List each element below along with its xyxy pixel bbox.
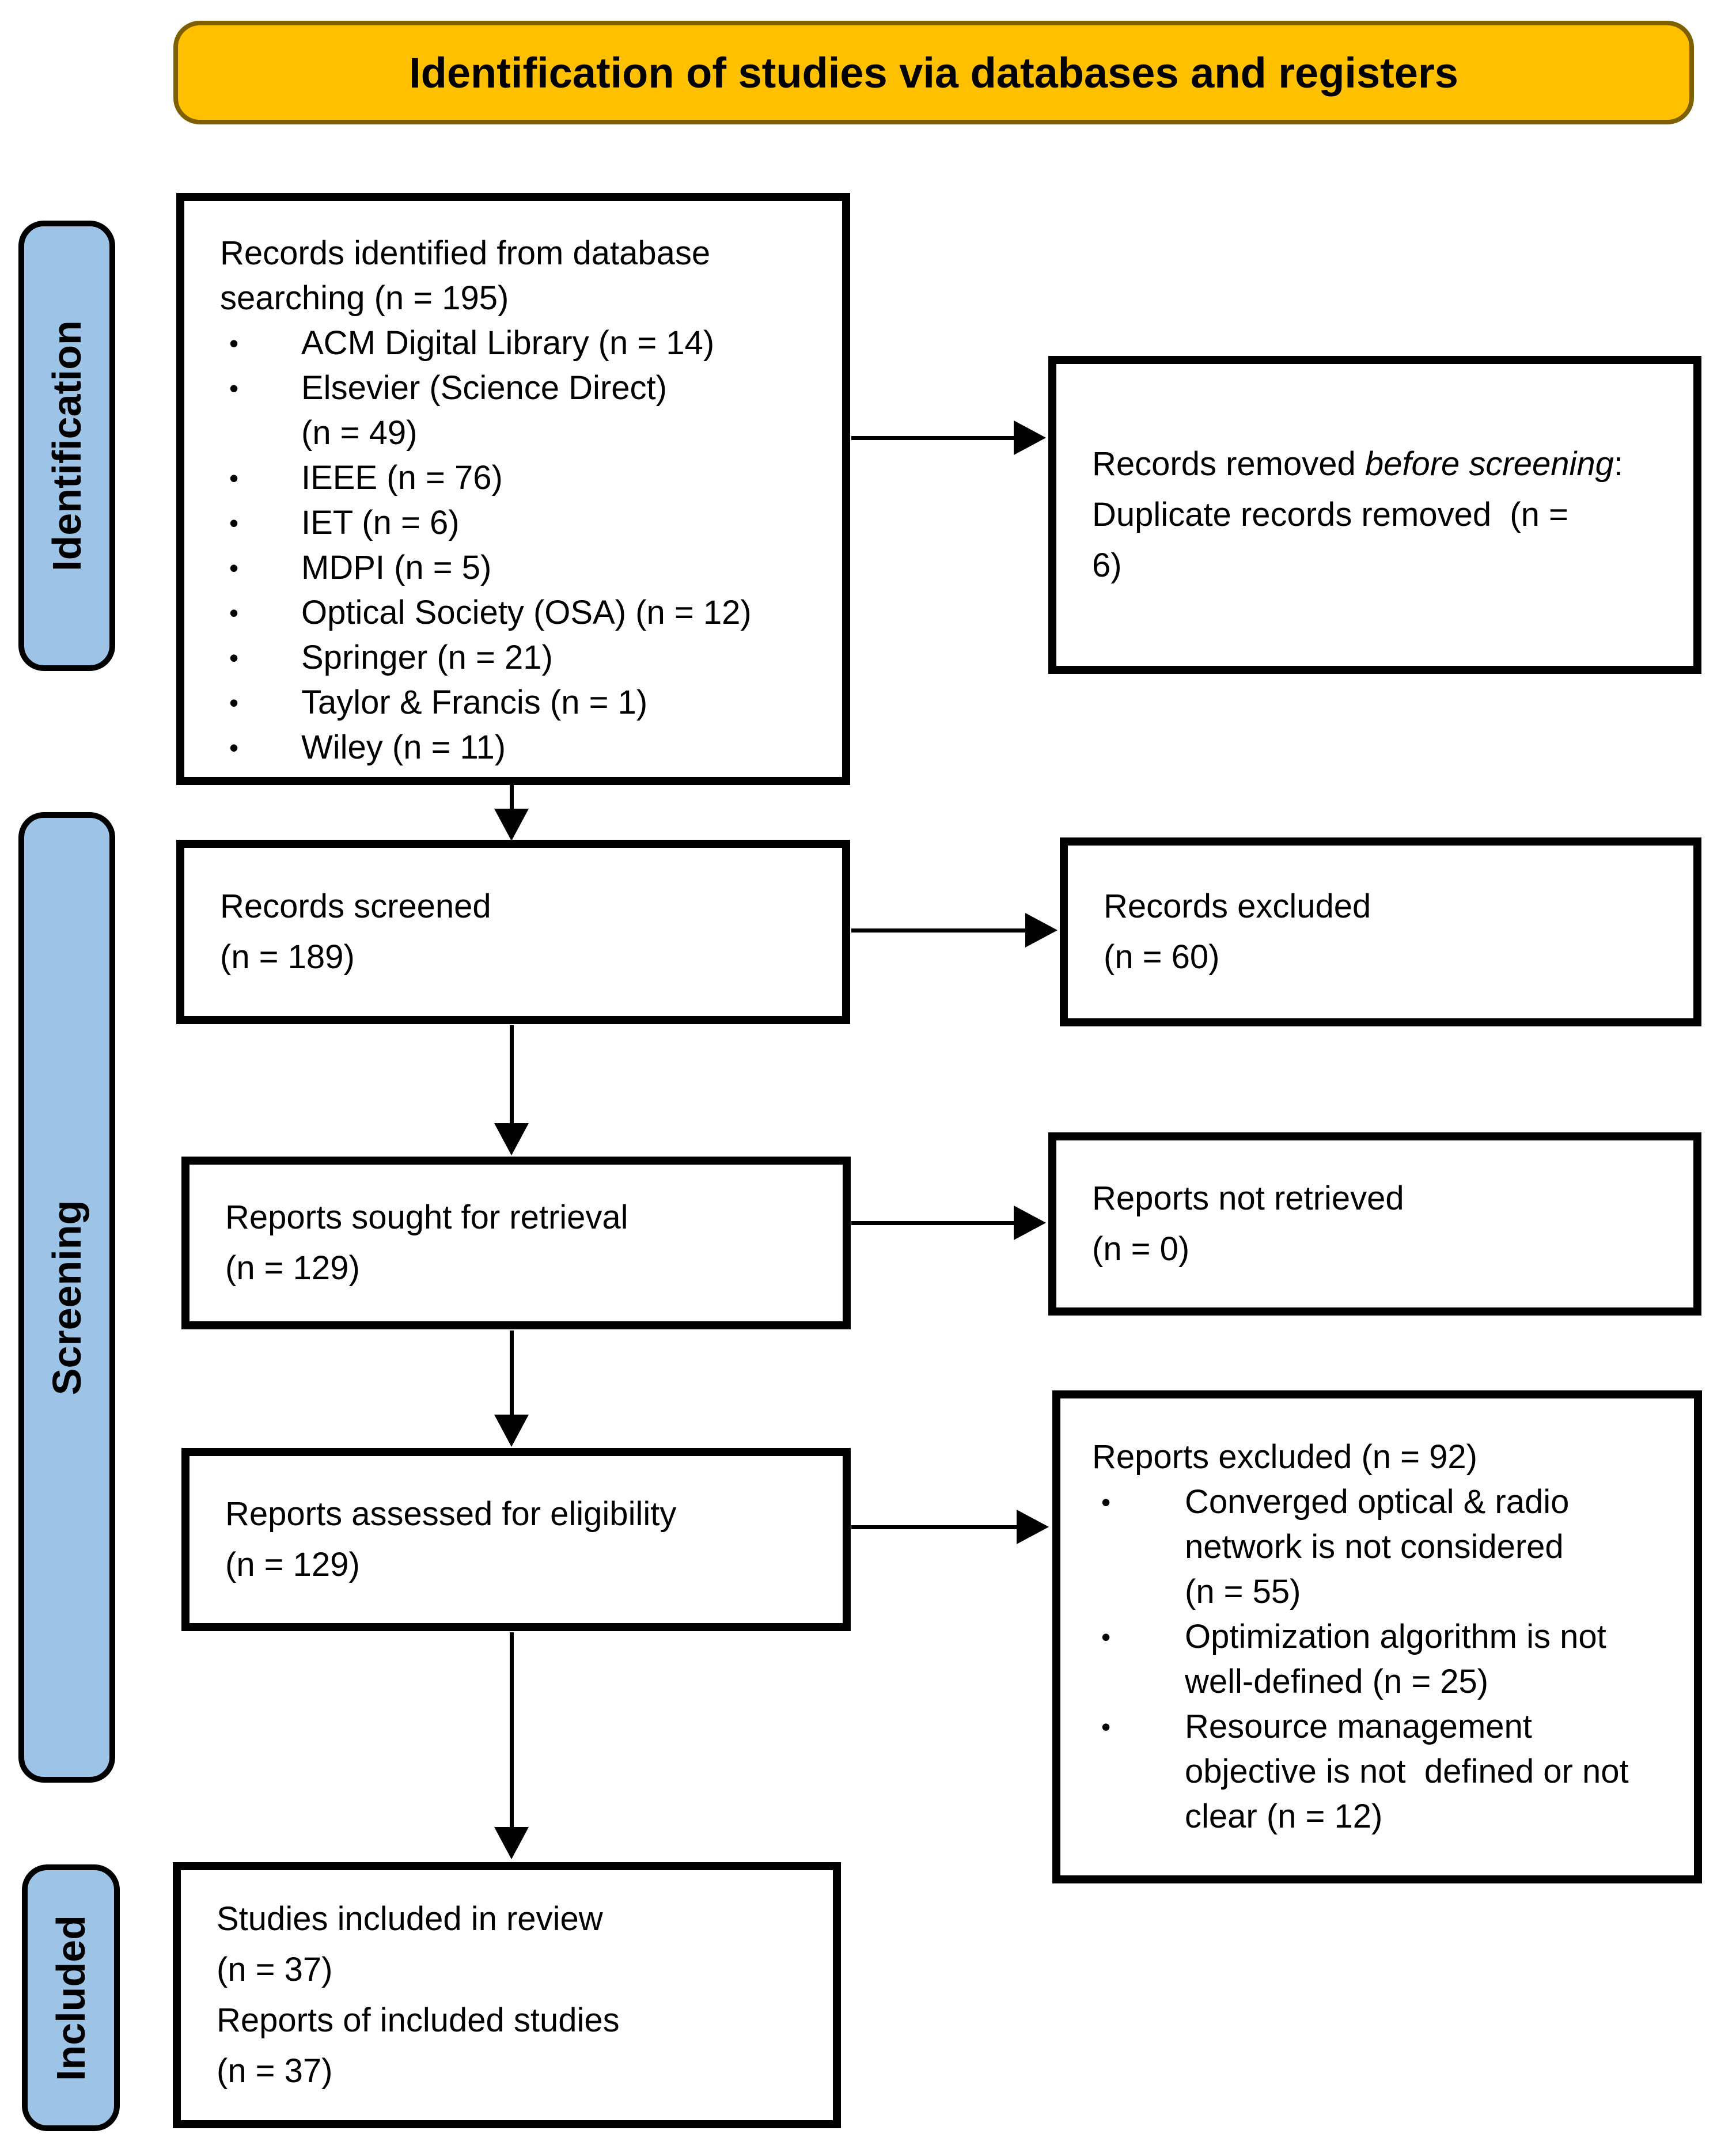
box-reports-assessed: Reports assessed for eligibility (n = 12…	[181, 1448, 851, 1631]
records-removed-line1: Records removed before screening:	[1092, 439, 1680, 490]
arrow-assessed-to-included	[510, 1632, 514, 1830]
records-removed-suffix: :	[1613, 445, 1624, 483]
bullet-icon: •	[229, 553, 239, 583]
bullet-icon: •	[229, 508, 239, 538]
box-studies-included: Studies included in review (n = 37) Repo…	[173, 1862, 841, 2128]
list-item: • Taylor & Francis (n = 1)	[220, 680, 828, 725]
records-screened-text: Records screened (n = 189)	[220, 888, 491, 976]
list-item: • ACM Digital Library (n = 14)	[220, 321, 828, 366]
reports-not-retrieved-text: Reports not retrieved (n = 0)	[1092, 1180, 1404, 1268]
list-item: • Converged optical & radio network is n…	[1092, 1480, 1680, 1614]
banner: Identification of studies via databases …	[173, 21, 1694, 124]
box-records-excluded: Records excluded (n = 60)	[1060, 837, 1701, 1026]
bullet-icon: •	[229, 463, 239, 493]
banner-title: Identification of studies via databases …	[409, 48, 1458, 97]
sidebar-label-included: Included	[22, 1864, 120, 2131]
studies-included-text: Studies included in review (n = 37) Repo…	[217, 1900, 620, 2090]
records-removed-prefix: Records removed	[1092, 445, 1365, 483]
records-excluded-text: Records excluded (n = 60)	[1104, 888, 1371, 976]
list-item: • Resource management objective is not d…	[1092, 1704, 1680, 1839]
sidebar-label-identification-text: Identification	[44, 320, 89, 571]
list-item-text: Springer (n = 21)	[301, 639, 553, 676]
reports-excluded-title: Reports excluded (n = 92)	[1092, 1438, 1477, 1476]
list-item: • IEEE (n = 76)	[220, 456, 828, 501]
bullet-icon: •	[229, 598, 239, 628]
list-item-text: Elsevier (Science Direct) (n = 49)	[301, 369, 667, 452]
list-item-text: Optimization algorithm is not well-defin…	[1185, 1618, 1606, 1700]
list-item-text: Converged optical & radio network is not…	[1185, 1483, 1570, 1610]
sidebar-label-included-text: Included	[48, 1915, 94, 2081]
bullet-icon: •	[229, 373, 239, 403]
records-removed-line2: Duplicate records removed (n = 6)	[1092, 496, 1568, 584]
list-item: • Wiley (n = 11)	[220, 725, 828, 770]
box-records-removed: Records removed before screening: Duplic…	[1048, 356, 1701, 674]
arrowhead-down-icon	[494, 1827, 529, 1859]
list-item: • IET (n = 6)	[220, 501, 828, 545]
list-item-text: Taylor & Francis (n = 1)	[301, 684, 648, 721]
list-item: • MDPI (n = 5)	[220, 545, 828, 590]
list-item: • Optimization algorithm is not well-def…	[1092, 1614, 1680, 1704]
bullet-icon: •	[229, 643, 239, 673]
box-reports-excluded: Reports excluded (n = 92) • Converged op…	[1052, 1390, 1702, 1883]
arrow-screened-to-excluded	[851, 928, 1029, 933]
records-identified-title: Records identified from database searchi…	[220, 234, 711, 317]
list-item: • Elsevier (Science Direct) (n = 49)	[220, 366, 828, 456]
arrow-identified-to-removed	[851, 436, 1017, 440]
sidebar-label-identification: Identification	[18, 221, 115, 671]
arrowhead-right-icon	[1014, 1206, 1046, 1240]
bullet-icon: •	[1101, 1487, 1111, 1517]
bullet-icon: •	[229, 733, 239, 763]
arrowhead-right-icon	[1014, 420, 1046, 455]
list-item-text: IEEE (n = 76)	[301, 459, 503, 496]
list-item-text: Wiley (n = 11)	[301, 729, 506, 766]
arrow-assessed-to-reports-excluded	[851, 1525, 1020, 1529]
arrowhead-down-icon	[494, 1415, 529, 1447]
arrowhead-down-icon	[494, 1123, 529, 1155]
arrow-screened-to-sought	[510, 1025, 514, 1127]
bullet-icon: •	[1101, 1712, 1111, 1742]
bullet-icon: •	[1101, 1622, 1111, 1652]
sidebar-label-screening-text: Screening	[44, 1200, 90, 1395]
box-reports-not-retrieved: Reports not retrieved (n = 0)	[1048, 1132, 1701, 1316]
bullet-icon: •	[229, 328, 239, 358]
box-records-identified: Records identified from database searchi…	[176, 193, 850, 785]
reports-assessed-text: Reports assessed for eligibility (n = 12…	[225, 1495, 677, 1583]
records-removed-italic: before screening	[1364, 445, 1614, 483]
arrow-sought-to-not-retrieved	[851, 1221, 1017, 1225]
sidebar-label-screening: Screening	[18, 812, 115, 1783]
list-item: • Springer (n = 21)	[220, 635, 828, 680]
box-reports-sought: Reports sought for retrieval (n = 129)	[181, 1157, 851, 1329]
list-item: • Optical Society (OSA) (n = 12)	[220, 590, 828, 635]
list-item-text: IET (n = 6)	[301, 504, 460, 541]
list-item-text: MDPI (n = 5)	[301, 549, 492, 586]
arrowhead-right-icon	[1017, 1510, 1049, 1544]
box-records-screened: Records screened (n = 189)	[176, 840, 850, 1024]
arrow-identified-to-screened	[510, 785, 514, 813]
bullet-icon: •	[229, 688, 239, 718]
arrowhead-down-icon	[494, 809, 529, 841]
list-item-text: ACM Digital Library (n = 14)	[301, 324, 715, 362]
list-item-text: Resource management objective is not def…	[1185, 1708, 1629, 1835]
arrow-sought-to-assessed	[510, 1331, 514, 1418]
reports-sought-text: Reports sought for retrieval (n = 129)	[225, 1199, 628, 1287]
list-item-text: Optical Society (OSA) (n = 12)	[301, 594, 752, 631]
arrowhead-right-icon	[1025, 913, 1057, 947]
